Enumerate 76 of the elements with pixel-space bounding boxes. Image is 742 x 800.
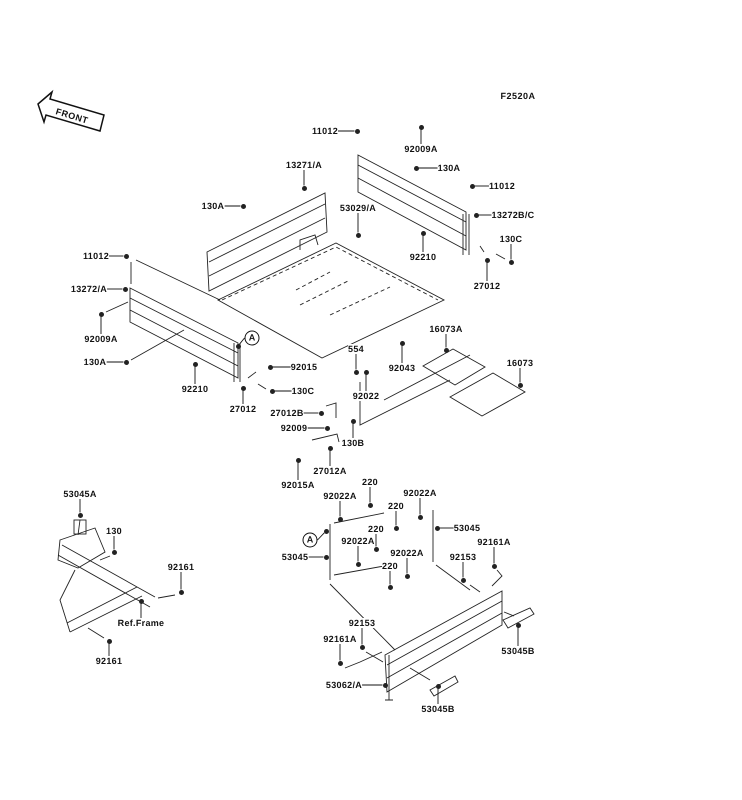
leader-line — [108, 643, 110, 656]
part-number: 13271/A — [286, 160, 322, 170]
part-number: 92043 — [388, 363, 416, 373]
figure-code: F2520A — [500, 91, 536, 101]
part-number: 92009 — [280, 423, 308, 433]
part-number: 92022A — [390, 548, 424, 558]
part-number: 92161A — [477, 537, 511, 547]
leader-line — [303, 412, 319, 414]
part-number: 53045B — [421, 704, 455, 714]
leader-line — [308, 556, 324, 558]
part-number: 16073 — [506, 358, 534, 368]
part-number: 92009A — [404, 144, 438, 154]
part-number: 92210 — [410, 252, 436, 262]
part-number: 220 — [382, 561, 398, 571]
part-number: 130B — [342, 438, 364, 448]
part-number: 53062/A — [326, 680, 362, 690]
leader-line — [317, 532, 325, 540]
part-number: 130 — [106, 526, 122, 536]
leader-line — [194, 366, 196, 384]
leader-line — [100, 316, 102, 334]
part-number: 220 — [368, 524, 384, 534]
leader-line — [180, 572, 182, 590]
part-number: 53045 — [454, 523, 480, 533]
part-number: 53029/A — [340, 203, 376, 213]
part-number: 53045B — [501, 646, 535, 656]
part-number: 92210 — [182, 384, 208, 394]
part-number: 130A — [84, 357, 106, 367]
part-number: 92022 — [352, 391, 380, 401]
leader-line — [486, 262, 488, 282]
part-number: 220 — [388, 501, 404, 511]
part-number: 27012 — [474, 281, 500, 291]
leader-line — [420, 129, 422, 144]
part-number: 11012 — [82, 251, 110, 261]
leader-line — [239, 338, 245, 344]
leader-line — [462, 562, 464, 578]
part-number: 130A — [438, 163, 460, 173]
leader-line — [242, 390, 244, 404]
front-label: FRONT — [54, 106, 90, 126]
part-number: 27012 — [230, 404, 256, 414]
part-number: 92161 — [96, 656, 122, 666]
part-number: 92161A — [323, 634, 357, 644]
part-number: 92015A — [281, 480, 315, 490]
part-number: 92153 — [450, 552, 476, 562]
part-number: 554 — [348, 344, 364, 354]
leader-line — [140, 603, 142, 618]
leader-line — [352, 423, 354, 438]
leader-line — [422, 235, 424, 252]
part-number: 92022A — [403, 488, 437, 498]
part-number: 92015 — [290, 362, 318, 372]
leader-line — [510, 244, 512, 260]
part-number: 53045A — [63, 489, 97, 499]
part-number: Ref.Frame — [118, 618, 164, 628]
part-number: 27012A — [313, 466, 347, 476]
part-number: 16073A — [429, 324, 463, 334]
part-number: 92022A — [341, 536, 375, 546]
part-number: 92153 — [348, 618, 376, 628]
part-number: 53045 — [282, 552, 308, 562]
leader-line — [362, 684, 383, 686]
leader-line — [478, 214, 492, 216]
part-number: 130A — [202, 201, 224, 211]
part-number: 130C — [500, 234, 522, 244]
part-number: 130C — [292, 386, 314, 396]
part-number: 220 — [362, 477, 378, 487]
part-number: 11012 — [488, 181, 516, 191]
leader-line — [106, 288, 123, 290]
part-number: 92161 — [168, 562, 194, 572]
part-number: 13272/A — [70, 284, 108, 294]
leader-line — [338, 130, 355, 132]
part-number: 13272B/C — [492, 210, 534, 220]
leader-line — [272, 366, 292, 368]
part-number: 92009A — [84, 334, 118, 344]
leader-line — [406, 558, 408, 574]
part-number: 11012 — [312, 126, 338, 136]
part-number: 92022A — [323, 491, 357, 501]
leader-line — [274, 390, 292, 392]
part-number: 27012B — [270, 408, 304, 418]
